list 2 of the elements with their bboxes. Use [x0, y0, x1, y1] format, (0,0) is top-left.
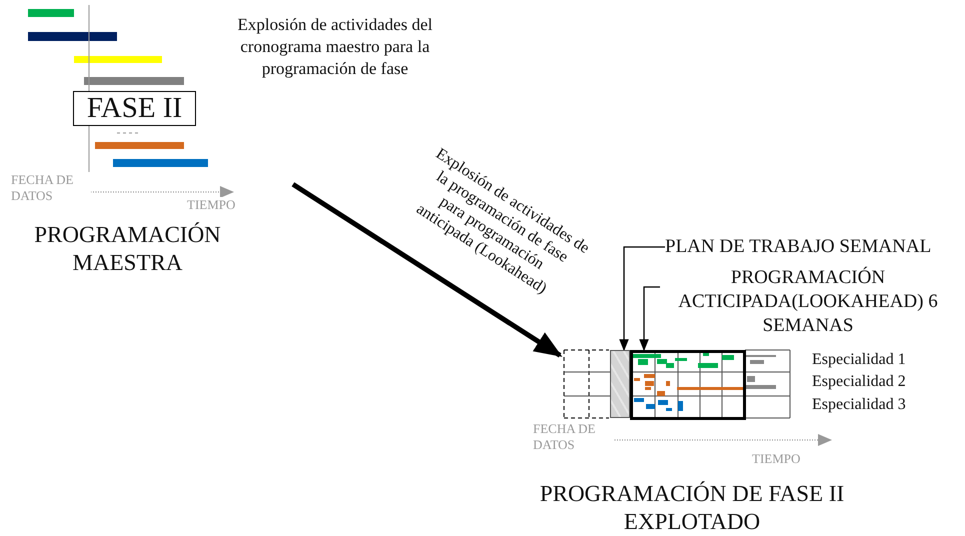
chart-caption: PROGRAMACIÓN MAESTRA — [33, 221, 222, 277]
chart-caption: PROGRAMACIÓN DE FASE II EXPLOTADO — [538, 480, 846, 536]
